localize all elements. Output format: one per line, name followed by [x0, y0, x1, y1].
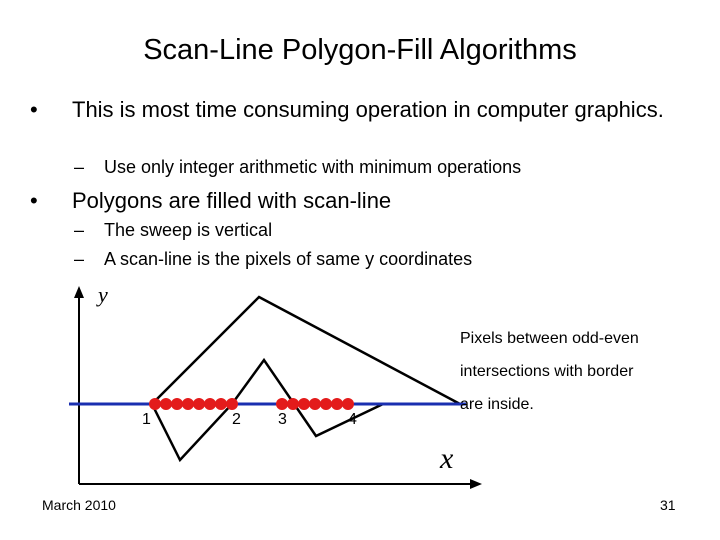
- intersection-label-4: 4: [348, 411, 357, 428]
- pixel-dot: [342, 398, 354, 410]
- sub-bullet-marker: –: [74, 220, 85, 240]
- sub-bullet-2-2: – A scan-line is the pixels of same y co…: [74, 248, 472, 270]
- x-axis-label: x: [439, 442, 454, 475]
- sub-bullet-text: A scan-line is the pixels of same y coor…: [104, 249, 473, 269]
- x-axis-arrowhead: [470, 479, 482, 489]
- slide-title: Scan-Line Polygon-Fill Algorithms: [143, 34, 577, 66]
- sub-bullet-2-1: – The sweep is vertical: [74, 219, 272, 241]
- bullet-text: Polygons are filled with scan-line: [72, 188, 392, 213]
- y-axis-label: y: [96, 282, 108, 307]
- y-axis-arrowhead: [74, 286, 84, 298]
- pixel-dot: [226, 398, 238, 410]
- note-line-2: intersections with border: [460, 363, 634, 380]
- note-line-3: are inside.: [460, 396, 534, 413]
- sub-bullet-text: Use only integer arithmetic with minimum…: [104, 157, 522, 177]
- pixel-dot: [149, 398, 161, 410]
- intersection-label-3: 3: [278, 411, 287, 428]
- bullet-text: This is most time consuming operation in…: [72, 97, 664, 122]
- axes: y x: [74, 282, 482, 489]
- pixel-dot: [320, 398, 332, 410]
- footer-page-number: 31: [660, 497, 676, 513]
- pixel-dot: [160, 398, 172, 410]
- pixel-dot: [182, 398, 194, 410]
- pixel-dot: [331, 398, 343, 410]
- pixel-dot: [204, 398, 216, 410]
- bullet-1: • This is most time consuming operation …: [30, 94, 672, 125]
- inside-pixels: [149, 398, 354, 410]
- bullet-marker: •: [30, 97, 38, 122]
- sub-bullet-marker: –: [74, 157, 85, 177]
- sub-bullet-marker: –: [74, 249, 85, 269]
- pixel-dot: [276, 398, 288, 410]
- bullet-2: • Polygons are filled with scan-line: [30, 185, 672, 216]
- pixel-dot: [215, 398, 227, 410]
- intersection-label-1: 1: [142, 411, 151, 428]
- sub-bullet-text: The sweep is vertical: [104, 220, 273, 240]
- note-line-1: Pixels between odd-even: [460, 330, 639, 347]
- pixel-dot: [298, 398, 310, 410]
- pixel-dot: [309, 398, 321, 410]
- pixel-dot: [193, 398, 205, 410]
- intersection-label-2: 2: [232, 411, 241, 428]
- sub-bullet-1-1: – Use only integer arithmetic with minim…: [74, 156, 521, 178]
- pixel-dot: [287, 398, 299, 410]
- polygon: [150, 295, 461, 463]
- footer-date: March 2010: [42, 497, 116, 513]
- pixel-dot: [171, 398, 183, 410]
- bullet-marker: •: [30, 188, 38, 213]
